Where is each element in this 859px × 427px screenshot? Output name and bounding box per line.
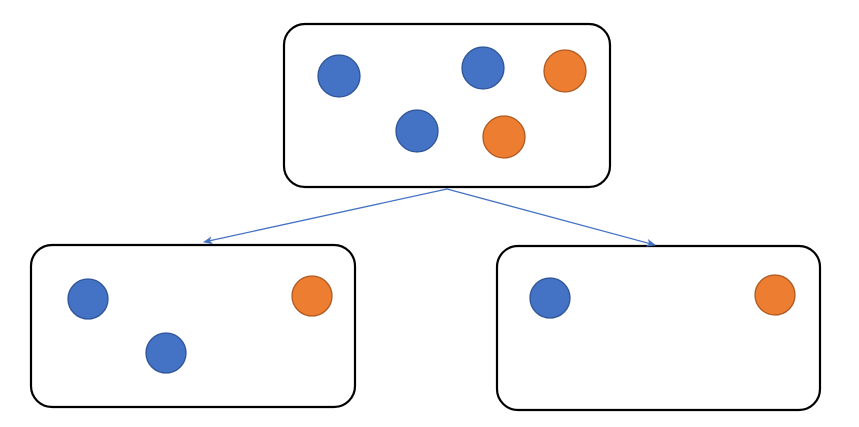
nodes-layer (29, 22, 822, 412)
blue-dot (461, 46, 505, 90)
node-right-child-box (495, 244, 822, 412)
orange-dot (291, 275, 333, 317)
blue-dot (317, 54, 361, 98)
blue-dot (529, 277, 571, 319)
blue-dot (67, 278, 109, 320)
arrow-root-to-right-child (446, 188, 656, 247)
blue-dot (145, 332, 187, 374)
orange-dot (543, 49, 587, 93)
orange-dot (754, 274, 796, 316)
orange-dot (482, 115, 526, 159)
arrows-layer (203, 188, 656, 247)
node-left-child-box (29, 243, 357, 409)
blue-dot (395, 109, 439, 153)
node-root-box (282, 22, 612, 189)
arrow-root-to-left-child (203, 188, 448, 245)
